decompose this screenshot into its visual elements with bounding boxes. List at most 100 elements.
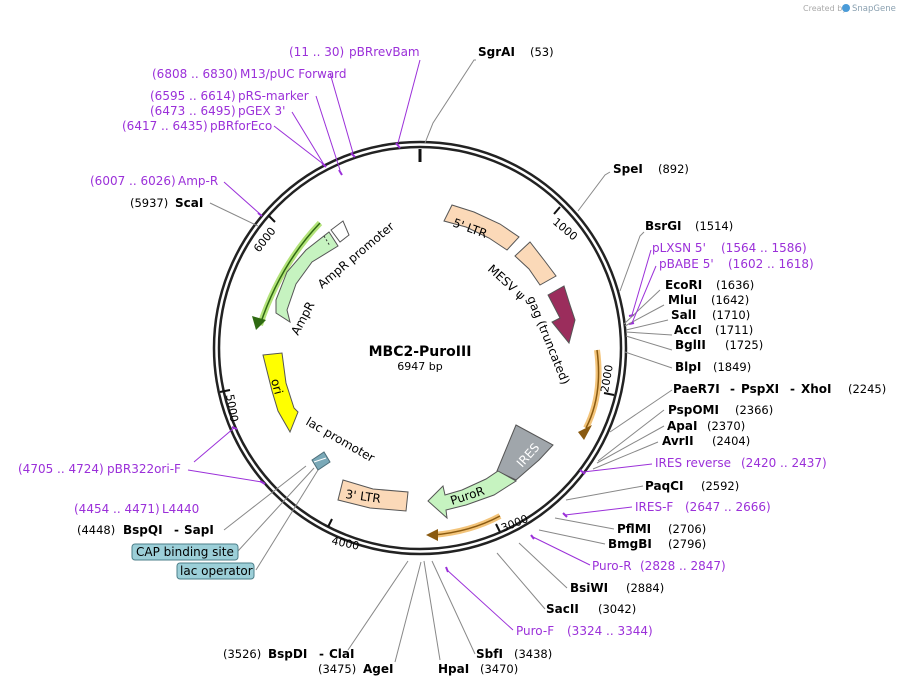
leader-bsrgi bbox=[619, 231, 645, 292]
feature-orange-right[interactable] bbox=[583, 349, 602, 430]
site-agei[interactable]: AgeI bbox=[363, 662, 393, 676]
feature-lac-promoter-hatch bbox=[313, 457, 327, 463]
primer-mark-prs bbox=[338, 169, 343, 176]
site-blpi-pos: (1849) bbox=[713, 360, 751, 374]
feature-lac-promoter[interactable] bbox=[311, 451, 331, 471]
leader-apai bbox=[596, 425, 665, 464]
primer-mark-pbrforeco bbox=[321, 162, 327, 168]
primer-pbabe[interactable]: pBABE 5' bbox=[659, 257, 714, 271]
primer-l4440[interactable]: L4440 bbox=[162, 502, 199, 516]
tick-6000: 6000 bbox=[251, 225, 278, 255]
feature-5ltr[interactable] bbox=[443, 204, 520, 251]
feature-3ltr[interactable] bbox=[337, 479, 409, 512]
feature-ori[interactable] bbox=[262, 352, 299, 434]
box-cap-binding[interactable] bbox=[131, 543, 239, 561]
site-dash4: - bbox=[174, 523, 179, 537]
primer-plxsn-range: (1564 .. 1586) bbox=[721, 241, 807, 255]
primer-puro-r[interactable]: Puro-R bbox=[592, 559, 632, 573]
tick-2000-mark bbox=[603, 392, 615, 396]
leader-scai bbox=[209, 202, 259, 227]
primer-mark-m13 bbox=[350, 152, 356, 158]
site-scai[interactable]: ScaI bbox=[175, 196, 203, 210]
primer-pbabe-range: (1602 .. 1618) bbox=[728, 257, 814, 271]
site-blpi[interactable]: BlpI bbox=[675, 360, 701, 374]
site-paqci[interactable]: PaqCI bbox=[645, 479, 683, 493]
plasmid-name: MBC2-PuroIII bbox=[369, 344, 472, 360]
feature-mesv-psi[interactable] bbox=[514, 241, 557, 286]
tick-4000-mark bbox=[327, 518, 333, 528]
site-ecori-pos: (1636) bbox=[716, 278, 754, 292]
site-hpai[interactable]: HpaI bbox=[438, 662, 469, 676]
leader-pgex bbox=[291, 111, 324, 164]
site-sali[interactable]: SalI bbox=[671, 308, 696, 322]
feature-mesv-psi-label: MESV ψ bbox=[485, 262, 528, 303]
site-bmgbi[interactable]: BmgBI bbox=[608, 537, 652, 551]
site-pspomi[interactable]: PspOMI bbox=[668, 403, 719, 417]
site-sapi[interactable]: SapI bbox=[184, 523, 214, 537]
primer-prs[interactable]: pRS-marker bbox=[238, 89, 309, 103]
site-sacii[interactable]: SacII bbox=[546, 602, 579, 616]
feature-ires[interactable] bbox=[496, 424, 554, 481]
leader-prs bbox=[315, 95, 341, 171]
primer-plxsn[interactable]: pLXSN 5' bbox=[652, 241, 706, 255]
feature-orange-right-head bbox=[578, 425, 592, 440]
leader-mlui bbox=[624, 304, 665, 327]
primer-pbrrevbam[interactable]: pBRrevBam bbox=[349, 45, 420, 59]
leader-pbabe bbox=[631, 265, 657, 324]
primer-ires-f[interactable]: IRES-F bbox=[635, 500, 673, 514]
primer-pbr322[interactable]: pBR322ori-F bbox=[107, 462, 181, 476]
tick-1000-mark bbox=[553, 206, 561, 215]
site-bglii[interactable]: BglII bbox=[675, 338, 706, 352]
site-sacii-pos: (3042) bbox=[598, 602, 636, 616]
feature-puror[interactable] bbox=[427, 470, 517, 520]
site-sgrai[interactable]: SgrAI bbox=[478, 45, 515, 59]
primer-pbrforeco[interactable]: pBRforEco bbox=[210, 119, 272, 133]
feature-gag[interactable] bbox=[547, 285, 576, 345]
site-bsiwi[interactable]: BsiWI bbox=[570, 581, 608, 595]
primer-ampr[interactable]: Amp-R bbox=[178, 174, 218, 188]
feature-ampr[interactable] bbox=[275, 231, 339, 324]
site-avrii[interactable]: AvrII bbox=[662, 434, 694, 448]
site-clai[interactable]: ClaI bbox=[329, 647, 354, 661]
site-bspqi[interactable]: BspQI bbox=[123, 523, 163, 537]
primer-pgex[interactable]: pGEX 3' bbox=[238, 104, 285, 118]
site-pspomi-pos: (2366) bbox=[735, 403, 773, 417]
site-spei[interactable]: SpeI bbox=[613, 162, 643, 176]
site-pflmi[interactable]: PflMI bbox=[617, 522, 651, 536]
feature-ampr-promoter-label: AmpR promoter bbox=[315, 219, 397, 291]
site-mlui[interactable]: MluI bbox=[668, 293, 697, 307]
feature-orange-bottom[interactable] bbox=[432, 513, 502, 538]
site-clai-pos: (3526) bbox=[223, 647, 261, 661]
site-acci[interactable]: AccI bbox=[674, 323, 702, 337]
leader-ampr-primer bbox=[223, 181, 261, 215]
site-bspdi[interactable]: BspDI bbox=[268, 647, 307, 661]
site-bsrgi[interactable]: BsrGI bbox=[645, 219, 682, 233]
primer-ires-rev[interactable]: IRES reverse bbox=[655, 456, 731, 470]
site-sgrai-pos: (53) bbox=[530, 45, 554, 59]
site-xhoi[interactable]: XhoI bbox=[801, 382, 832, 396]
feature-ampr-promoter[interactable] bbox=[330, 220, 350, 243]
leader-ecori bbox=[623, 289, 661, 325]
primer-ires-rev-range: (2420 .. 2437) bbox=[741, 456, 827, 470]
primer-mark-puro-r bbox=[530, 534, 535, 540]
box-lac-operator[interactable] bbox=[176, 562, 255, 580]
leader-sgrai bbox=[424, 59, 476, 144]
site-apai[interactable]: ApaI bbox=[667, 419, 697, 433]
site-ecori[interactable]: EcoRI bbox=[665, 278, 702, 292]
primer-puro-f[interactable]: Puro-F bbox=[516, 624, 554, 638]
site-paqci-pos: (2592) bbox=[701, 479, 739, 493]
leader-lines bbox=[187, 59, 673, 663]
leader-acci bbox=[625, 331, 673, 336]
tick-5000-mark bbox=[219, 389, 231, 393]
feature-ampr-dots bbox=[323, 235, 331, 247]
site-sapi-pos: (4448) bbox=[77, 523, 115, 537]
leader-puro-r bbox=[532, 536, 591, 566]
primer-m13[interactable]: M13/pUC Forward bbox=[240, 67, 347, 81]
primer-pbrforeco-range: (6417 .. 6435) bbox=[122, 119, 208, 133]
feature-green-arc-head bbox=[252, 316, 266, 330]
site-pspxi[interactable]: PspXI bbox=[741, 382, 779, 396]
site-sbfi[interactable]: SbfI bbox=[476, 647, 503, 661]
leader-pbrrevbam bbox=[397, 59, 421, 144]
site-paer7i[interactable]: PaeR7I bbox=[673, 382, 720, 396]
